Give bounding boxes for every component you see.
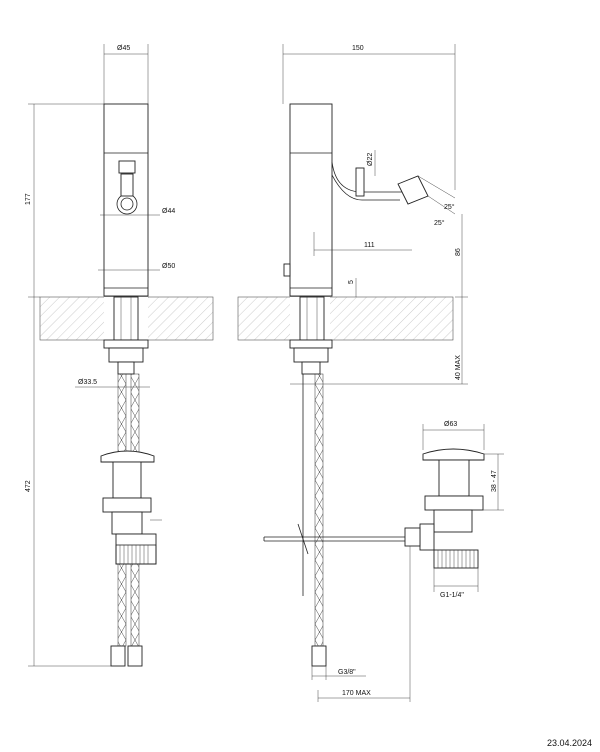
countertop-right: [237, 296, 454, 341]
dim-diameter-22: Ø22: [367, 153, 374, 166]
dim-thread-g1-1-4: G1-1/4": [440, 592, 464, 599]
dim-angle-25-a: 25°: [444, 203, 455, 211]
dim-diameter-33-5: Ø33.5: [78, 379, 97, 386]
mixer-body-side: [289, 103, 333, 297]
dim-diameter-44: Ø44: [162, 208, 175, 215]
side-dimension-lines: [282, 44, 504, 702]
dim-angle-25-b: 25°: [434, 219, 445, 227]
dim-width-111: 111: [364, 242, 375, 249]
dim-height-86: 86: [455, 248, 462, 256]
dim-height-177: 177: [25, 193, 32, 205]
dim-height-472: 472: [25, 480, 32, 492]
dim-diameter-63: Ø63: [444, 421, 457, 428]
front-view: [39, 103, 214, 667]
dim-height-38-47: 38 - 47: [491, 470, 498, 492]
front-dimension-lines: [28, 44, 160, 667]
dim-40-max: 40 MAX: [455, 355, 462, 380]
braided-hose-side: [314, 373, 324, 647]
dim-width-150: 150: [352, 45, 364, 52]
mixer-body-front: [103, 103, 149, 297]
dim-diameter-45: Ø45: [117, 45, 130, 52]
drawing-date: 23.04.2024: [546, 738, 592, 748]
side-view: [237, 103, 485, 667]
dim-height-5: 5: [348, 280, 355, 284]
dimension-labels: Ø45 177 Ø44 Ø50 Ø33.5 472 150 Ø22 25° 25…: [25, 45, 498, 697]
dim-170-max: 170 MAX: [342, 690, 371, 697]
dim-thread-g3-8: G3/8": [338, 669, 356, 676]
dim-diameter-50: Ø50: [162, 263, 175, 270]
